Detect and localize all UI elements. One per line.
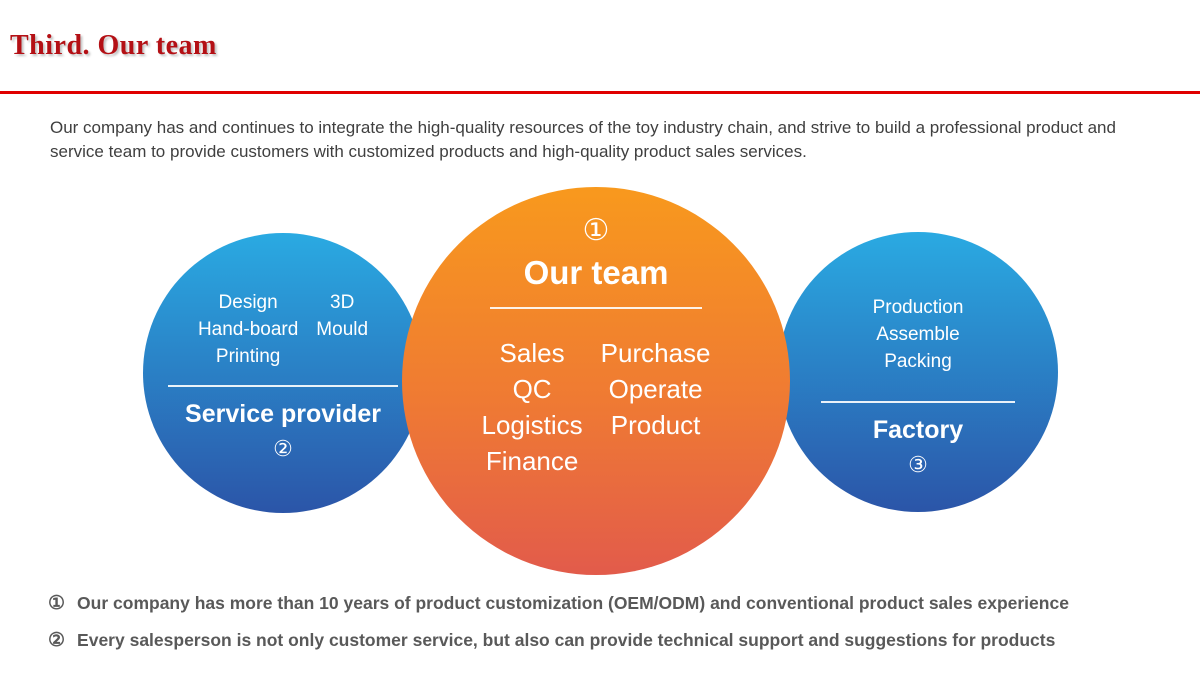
circle-divider (490, 307, 702, 309)
service-item: Design (218, 292, 278, 313)
service-provider-circle: Design Hand-board Printing 3D Mould Serv… (143, 233, 423, 513)
factory-items: Production Assemble Packing (873, 294, 964, 375)
service-items-col1: Design Hand-board Printing (198, 289, 298, 370)
service-provider-number: ② (273, 436, 293, 461)
note-text: Our company has more than 10 years of pr… (77, 593, 1069, 613)
team-roles-col2: Purchase Operate Product (601, 335, 711, 479)
factory-circle: Production Assemble Packing Factory ③ (778, 232, 1058, 512)
factory-item: Packing (884, 351, 952, 372)
factory-item: Assemble (876, 324, 960, 345)
role-item: Sales (499, 338, 565, 368)
team-roles-col1: Sales QC Logistics Finance (482, 335, 583, 479)
service-items: Design Hand-board Printing 3D Mould (198, 289, 368, 370)
title-divider (0, 91, 1200, 94)
team-roles: Sales QC Logistics Finance Purchase Oper… (482, 335, 711, 479)
service-provider-label: Service provider (185, 400, 381, 428)
note-item: ① Our company has more than 10 years of … (48, 592, 1069, 615)
note-item: ② Every salesperson is not only customer… (48, 629, 1069, 652)
circle-divider (821, 401, 1015, 403)
role-item: Product (610, 410, 701, 440)
note-bullet: ② (48, 630, 66, 651)
service-item: 3D (330, 292, 355, 313)
role-item: QC (512, 374, 552, 404)
service-items-col2: 3D Mould (316, 289, 368, 370)
service-item: Printing (215, 346, 281, 367)
role-item: Finance (485, 446, 579, 476)
our-team-number: ① (582, 214, 610, 247)
our-team-circle: ① Our team Sales QC Logistics Finance Pu… (402, 187, 790, 575)
factory-item: Production (872, 297, 964, 318)
notes-list: ① Our company has more than 10 years of … (48, 592, 1069, 666)
page-title: Third. Our team (10, 30, 217, 61)
service-item: Mould (316, 319, 369, 340)
intro-text: Our company has and continues to integra… (50, 118, 1116, 161)
role-item: Logistics (481, 410, 583, 440)
note-bullet: ① (48, 593, 66, 614)
role-item: Purchase (600, 338, 711, 368)
circle-divider (168, 385, 398, 387)
factory-number: ③ (908, 452, 928, 477)
role-item: Operate (608, 374, 703, 404)
service-item: Hand-board (197, 319, 299, 340)
note-text: Every salesperson is not only customer s… (77, 630, 1056, 650)
factory-label: Factory (872, 416, 964, 444)
our-team-title: Our team (523, 254, 669, 291)
